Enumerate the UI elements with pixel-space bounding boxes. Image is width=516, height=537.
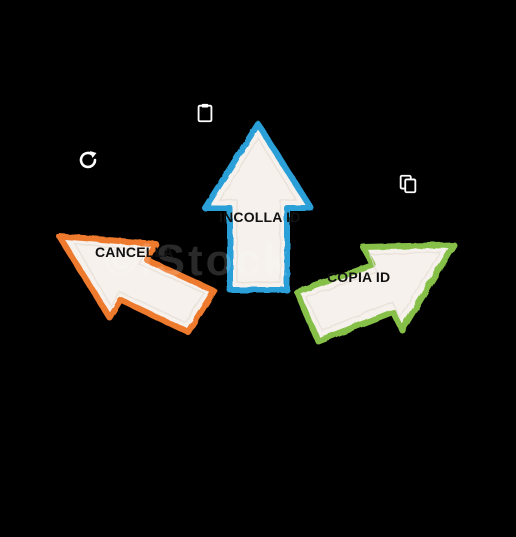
arrow-right-copy[interactable] bbox=[294, 242, 457, 344]
paste-icon-button[interactable] bbox=[183, 91, 227, 135]
clipboard-icon bbox=[194, 102, 216, 124]
reset-icon-button[interactable] bbox=[66, 138, 110, 182]
copy-icon-button[interactable] bbox=[386, 162, 430, 206]
arrow-left-cancel[interactable] bbox=[56, 233, 217, 335]
arrow-up-paste[interactable] bbox=[202, 121, 314, 293]
copy-label[interactable]: COPIA ID bbox=[327, 269, 391, 285]
cancel-label[interactable]: CANCELLA bbox=[95, 244, 174, 260]
copy-icon bbox=[397, 173, 419, 195]
paste-label[interactable]: INCOLLA ID bbox=[219, 209, 301, 225]
refresh-icon bbox=[76, 148, 100, 172]
